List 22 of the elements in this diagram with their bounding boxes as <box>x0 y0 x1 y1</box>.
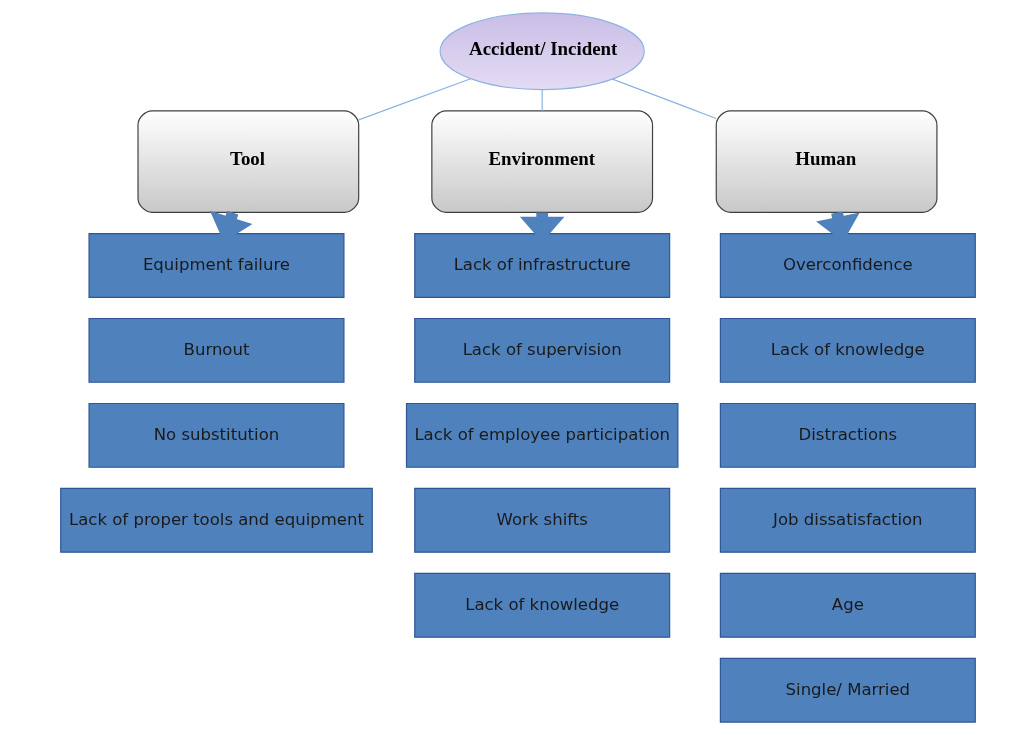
connector <box>541 89 543 112</box>
node-box: Tool <box>137 110 360 213</box>
node-box: Lack of infrastructure <box>414 232 671 298</box>
node-box: Overconfidence <box>719 232 976 298</box>
node-box: Human <box>715 110 938 213</box>
node-box: Lack of proper tools and equipment <box>60 487 373 553</box>
node-box: Age <box>719 572 976 638</box>
node-box: Equipment failure <box>88 232 345 298</box>
node-box: Job dissatisfaction <box>719 487 976 553</box>
node-box: Environment <box>431 110 654 213</box>
node-box: Burnout <box>88 317 345 383</box>
node-box: Lack of supervision <box>414 317 671 383</box>
node-box: Lack of employee participation <box>405 402 679 468</box>
node-ellipse: Accident/ Incident <box>439 12 645 91</box>
node-box: Single/ Married <box>719 657 976 723</box>
node-box: Distractions <box>719 402 976 468</box>
node-box: Work shifts <box>414 487 671 553</box>
connector <box>611 78 717 120</box>
node-box: Lack of knowledge <box>414 572 671 638</box>
node-box: No substitution <box>88 402 345 468</box>
connector <box>358 78 472 121</box>
node-box: Lack of knowledge <box>719 317 976 383</box>
